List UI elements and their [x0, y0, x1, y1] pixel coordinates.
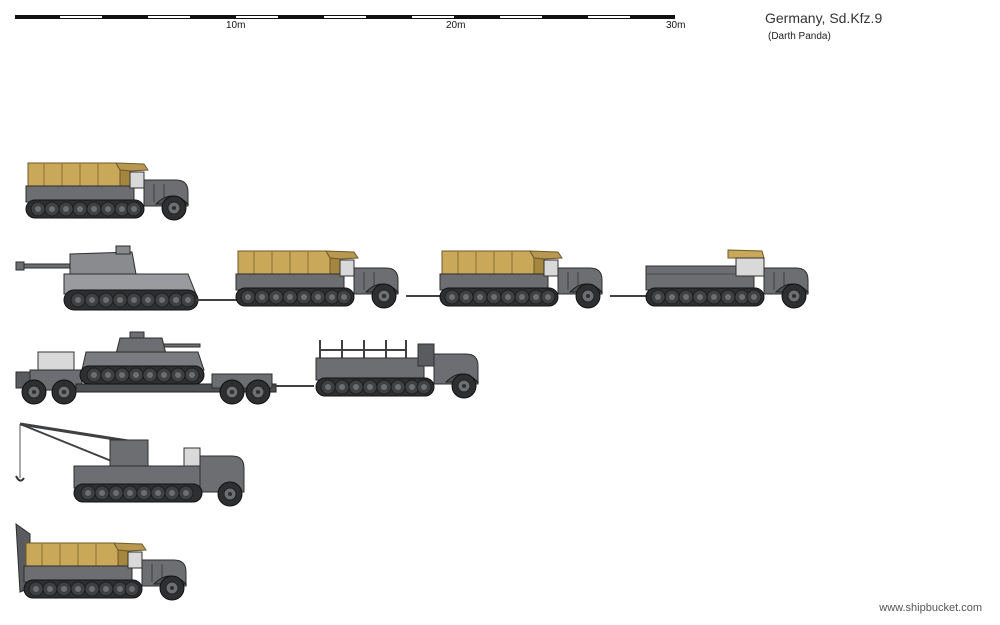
scale-bar-segment [60, 16, 102, 18]
halftrack-canvas [440, 251, 602, 308]
halftrack-open [646, 250, 808, 308]
scale-bar-segment [588, 16, 630, 18]
tractor-trailer-with-panzer-iv [15, 331, 277, 405]
scale-tick-label: 20m [446, 20, 466, 31]
watermark: www.shipbucket.com [879, 602, 982, 614]
scale-bar-segment [148, 16, 190, 18]
scale-bar-segment [236, 16, 278, 18]
author-credit: (Darth Panda) [768, 31, 831, 42]
halftrack-canvas [236, 251, 398, 308]
scale-bar-segment [412, 16, 454, 18]
halftrack-stake-body [316, 340, 478, 398]
page-title: Germany, Sd.Kfz.9 [765, 10, 883, 26]
tiger-tank [16, 246, 198, 310]
scale-bar-segment [500, 16, 542, 18]
crane-halftrack [15, 422, 245, 507]
scale-tick-label: 10m [226, 20, 246, 31]
halftrack-canvas-with-spade [15, 522, 186, 600]
halftrack-canvas [26, 163, 188, 220]
scale-tick-label: 30m [666, 20, 686, 31]
scale-bar [15, 15, 675, 19]
scale-bar-segment [324, 16, 366, 18]
